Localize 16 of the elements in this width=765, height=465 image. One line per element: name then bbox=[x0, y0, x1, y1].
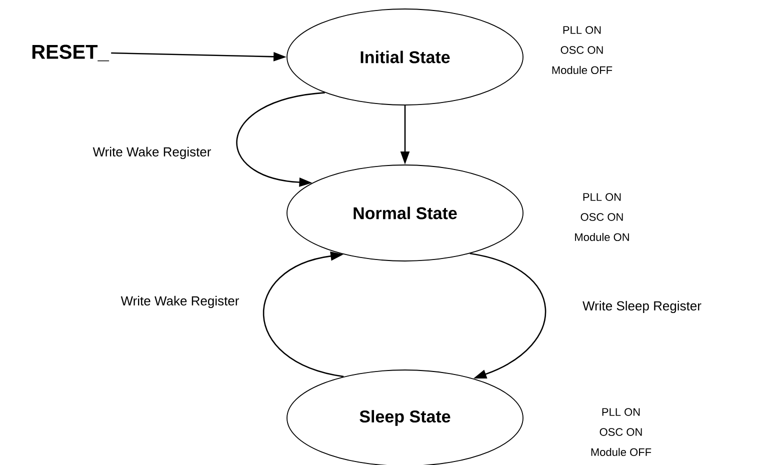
state-note: Module OFF bbox=[591, 448, 652, 456]
edge-label: Write Wake Register bbox=[92, 146, 212, 160]
signal-label: RESET_ bbox=[32, 44, 110, 62]
arrow bbox=[470, 252, 546, 379]
state-note: PLL ON bbox=[583, 193, 621, 201]
edge-label: Write Sleep Register bbox=[582, 300, 702, 314]
arrow bbox=[236, 92, 325, 187]
state-note: OSC ON bbox=[600, 428, 642, 436]
state-note: PLL ON bbox=[563, 26, 601, 34]
state-note: Module ON bbox=[575, 232, 629, 242]
state-note: PLL ON bbox=[602, 408, 640, 416]
state-note: OSC ON bbox=[580, 213, 623, 221]
edge-label: Write Wake Register bbox=[120, 294, 240, 310]
arrow bbox=[262, 251, 344, 378]
state-note: Module OFF bbox=[552, 66, 612, 74]
state-note: OSC ON bbox=[560, 46, 603, 54]
